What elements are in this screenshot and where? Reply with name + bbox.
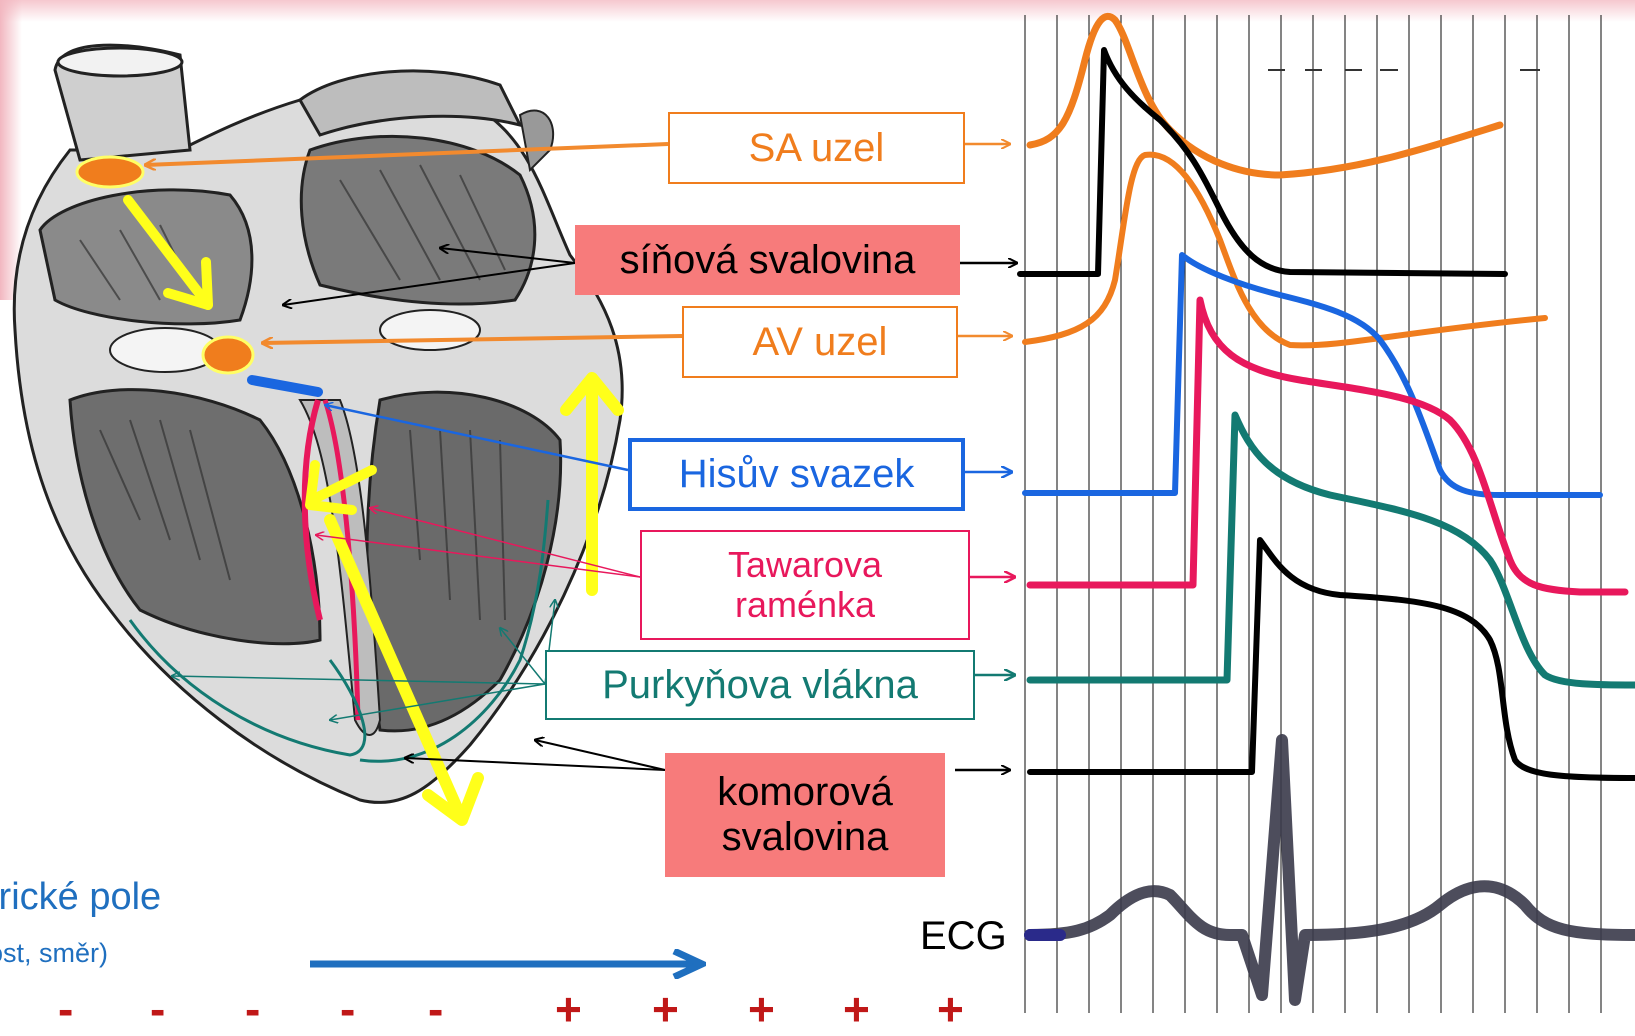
positive-charge: +	[555, 983, 582, 1035]
yellow-arrow-icon	[163, 257, 213, 310]
label-ventricular-line1: komorová	[717, 770, 893, 815]
label-av-node-text: AV uzel	[752, 319, 888, 364]
action-potential-traces	[1017, 12, 1635, 1006]
tawara-right-branch	[322, 399, 361, 721]
right-ventricle	[68, 388, 322, 646]
trace-ventricular-muscle	[1027, 537, 1635, 781]
valve-left	[379, 309, 481, 351]
label-sa-node: SA uzel	[668, 112, 965, 184]
positive-charge: +	[652, 983, 679, 1035]
label-sa-node-text: SA uzel	[748, 125, 885, 170]
yellow-arrow-icon	[324, 514, 466, 821]
his-bundle-marker	[247, 375, 323, 397]
yellow-arrow-icon	[123, 195, 213, 310]
label-atrial-muscle-text: síňová svalovina	[619, 237, 916, 282]
label-ventricular-muscle: komorová svalovina	[665, 753, 945, 877]
pulmonary-vessel	[298, 69, 523, 137]
trace-ecg	[1024, 734, 1635, 1006]
av-node-marker	[201, 335, 255, 375]
left-atrium	[299, 134, 537, 306]
purkinje-right	[359, 499, 550, 763]
negative-charge: -	[245, 983, 261, 1035]
label-tawara: Tawarova raménka	[640, 530, 970, 640]
time-grid	[1024, 15, 1602, 1013]
negative-charge: -	[340, 983, 356, 1035]
label-av-node: AV uzel	[682, 306, 958, 378]
trace-av-node	[1022, 151, 1548, 349]
positive-charge: +	[748, 983, 775, 1035]
label-tawara-line2: raménka	[734, 584, 876, 625]
trace-tawara	[1026, 296, 1629, 596]
negative-charge: -	[428, 983, 444, 1035]
label-his-bundle: Hisův svazek	[628, 438, 965, 511]
trace-purkinje	[1026, 411, 1635, 689]
trace-his-bundle	[1022, 252, 1603, 498]
tawara-left-branch	[301, 399, 323, 621]
label-purkinje-text: Purkyňova vlákna	[602, 662, 918, 707]
field-text-2: ost, směr)	[0, 938, 109, 968]
label-ventricular-line2: svalovina	[721, 815, 889, 859]
conduction-diagram	[12, 12, 1635, 1013]
ecg-label: ECG	[920, 914, 1007, 958]
heart-illustration	[12, 43, 624, 826]
sa-node-marker	[75, 155, 145, 189]
negative-charge: -	[150, 983, 166, 1035]
label-his-bundle-text: Hisův svazek	[678, 452, 915, 497]
label-purkinje: Purkyňova vlákna	[545, 650, 975, 720]
trace-sa-node	[1026, 12, 1504, 179]
positive-charge: +	[937, 983, 964, 1035]
aorta-top	[56, 46, 184, 78]
propagation-arrows	[123, 195, 624, 826]
yellow-arrow-icon	[560, 372, 624, 416]
purkinje-left	[128, 619, 367, 757]
negative-charge: -	[58, 983, 74, 1035]
right-atrium	[38, 188, 254, 326]
yellow-arrow-icon	[305, 460, 357, 515]
field-text-1: trické pole	[0, 876, 162, 918]
trace-atrial-muscle	[1017, 47, 1508, 277]
positive-charge: +	[843, 983, 870, 1035]
label-atrial-muscle: síňová svalovina	[575, 225, 960, 295]
yellow-arrow-icon	[307, 465, 377, 505]
left-glow	[0, 0, 22, 300]
label-tawara-line1: Tawarova	[727, 543, 883, 585]
top-band	[0, 0, 1635, 22]
yellow-arrow-icon	[422, 772, 484, 826]
